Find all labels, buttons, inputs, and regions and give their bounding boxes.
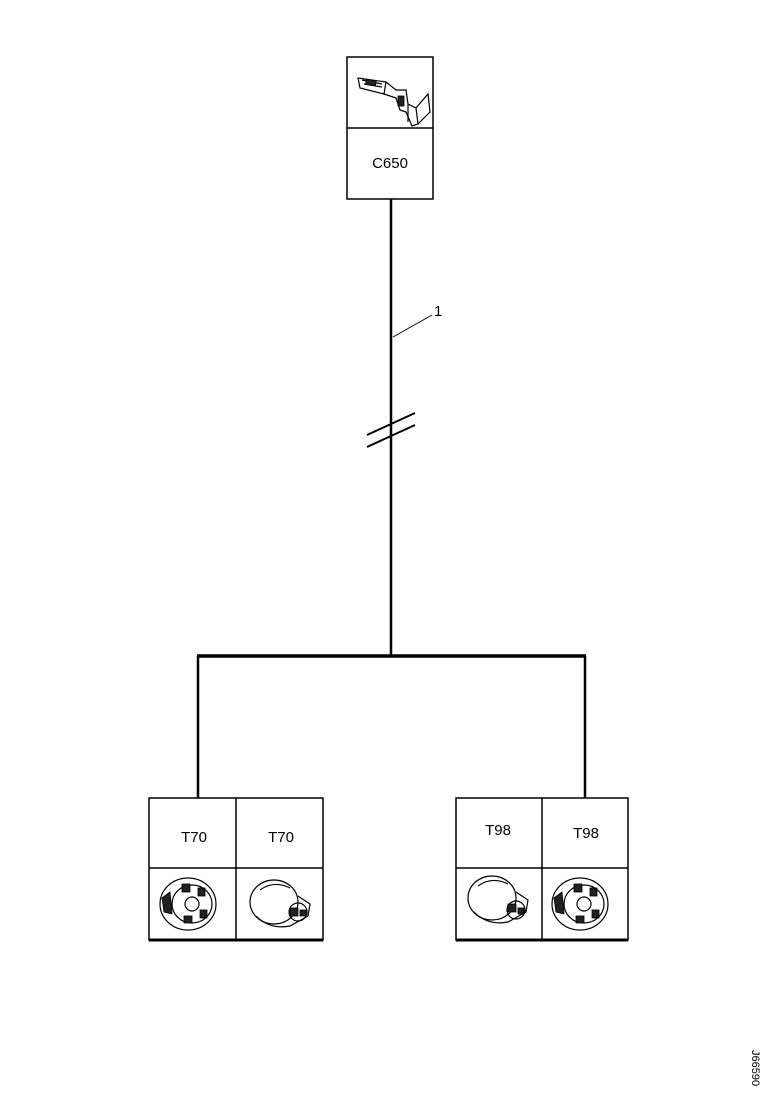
wire-break-mark [366,412,416,448]
connector-t70-b[interactable]: T70 [249,829,311,928]
connector-group-t70: T70 T70 [148,797,324,942]
round-connector-front-icon [159,877,217,931]
round-connector-front-icon [551,877,609,931]
round-connector-side-icon [467,875,529,924]
connector-t70-b-label: T70 [268,829,294,846]
round-connector-side-icon [249,879,311,928]
connector-c650[interactable]: C650 [346,56,434,200]
wire-callout-label: 1 [434,303,442,320]
terminal-clip-icon [357,77,431,127]
connector-c650-label: C650 [372,155,408,172]
connector-t98-a-label: T98 [485,822,511,839]
connector-group-t98: T98 T98 [455,797,629,942]
connector-t98-a[interactable]: T98 [467,822,529,924]
connector-t98-b[interactable]: T98 [551,825,609,931]
connector-t70-a-label: T70 [181,829,207,846]
connector-t98-b-label: T98 [573,825,599,842]
reference-code: J66590 [749,1050,761,1086]
connector-t70-a[interactable]: T70 [159,829,217,931]
wire-callout: 1 [392,303,442,338]
